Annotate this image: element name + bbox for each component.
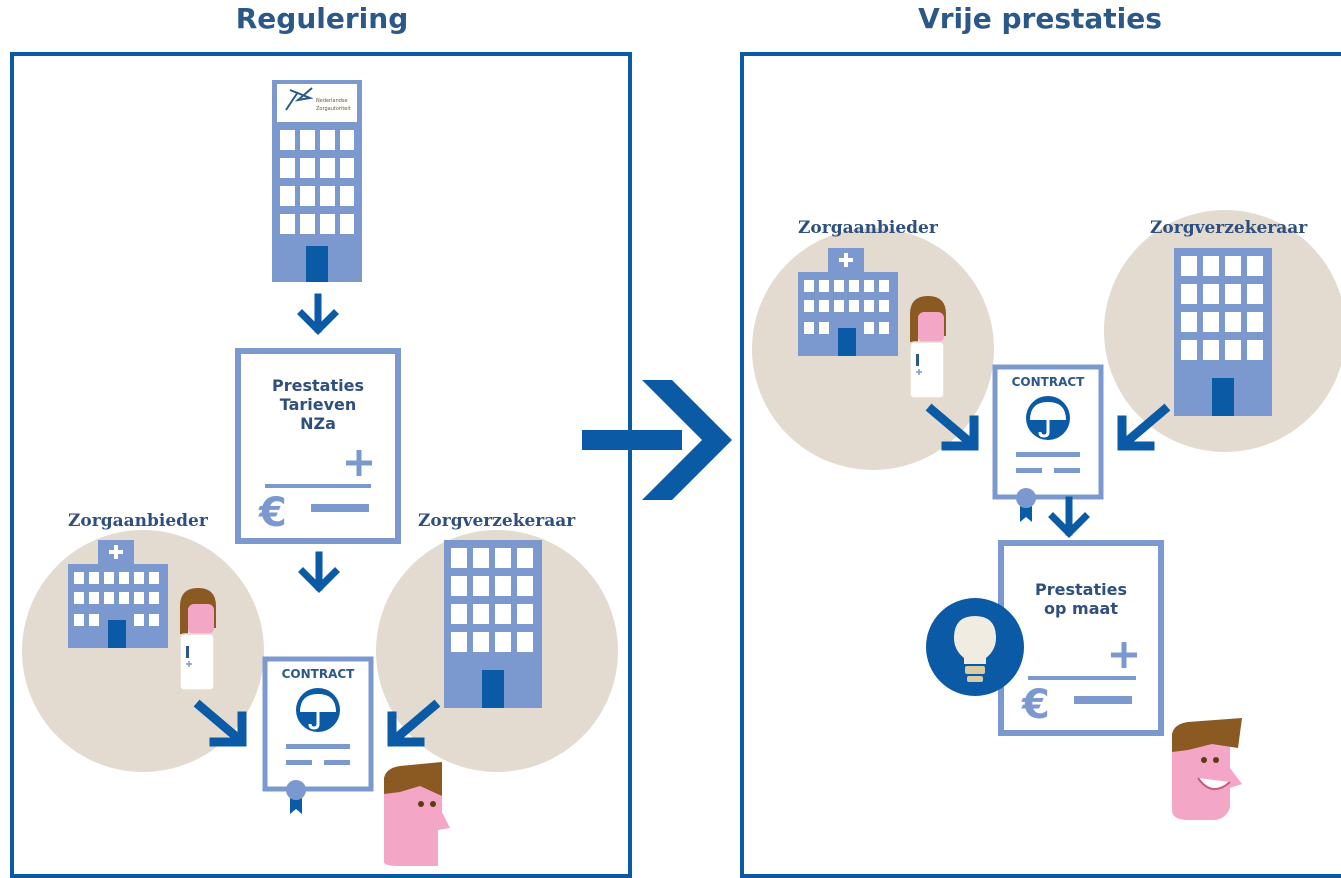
umbrella-icon xyxy=(1026,396,1070,440)
contract-icon: CONTRACT xyxy=(992,364,1104,522)
panel-regulering xyxy=(10,52,632,878)
hospital-icon xyxy=(798,248,898,356)
euro-icon: € xyxy=(1021,682,1050,728)
arrow-diagonal-icon xyxy=(925,403,979,451)
panel-vrije-prestaties xyxy=(740,52,1341,878)
doc-line: Tarieven xyxy=(279,395,357,415)
plus-icon xyxy=(346,450,372,476)
logo-text-line1: Nederlandse xyxy=(316,98,348,104)
building-icon xyxy=(444,540,542,708)
logo-text-line2: Zorgautoriteit xyxy=(316,106,351,112)
heading-regulering: Regulering xyxy=(235,2,409,35)
heading-vrije-prestaties: Vrije prestaties xyxy=(918,2,1162,35)
doc-line: Prestaties xyxy=(1035,580,1127,599)
custom-document-text: Prestaties op maat xyxy=(1004,580,1158,618)
contract-icon: CONTRACT xyxy=(262,656,374,814)
person-icon xyxy=(1172,718,1242,820)
arrow-right-icon xyxy=(582,380,732,500)
insurer-label: Zorgverzekeraar xyxy=(418,511,576,531)
doctor-icon xyxy=(909,296,946,399)
provider-label: Zorgaanbieder xyxy=(68,511,208,531)
contract-label: CONTRACT xyxy=(282,667,356,681)
hospital-icon xyxy=(68,540,168,648)
arrow-down-icon xyxy=(1048,496,1090,538)
doctor-icon xyxy=(179,588,216,691)
euro-icon: € xyxy=(258,490,287,536)
nza-building-icon: Nederlandse Zorgautoriteit xyxy=(272,80,362,282)
arrow-diagonal-icon xyxy=(387,699,441,747)
doc-line: NZa xyxy=(300,414,336,434)
umbrella-icon xyxy=(296,688,340,732)
arrow-diagonal-icon xyxy=(1117,403,1171,451)
arrow-down-icon xyxy=(298,551,340,593)
seal-icon xyxy=(1016,488,1036,522)
document-icon: € xyxy=(235,348,401,544)
contract-label: CONTRACT xyxy=(1012,375,1086,389)
lightbulb-icon xyxy=(926,598,1024,696)
arrow-down-icon xyxy=(297,293,339,335)
seal-icon xyxy=(286,780,306,814)
doc-line: op maat xyxy=(1044,599,1118,619)
arrow-diagonal-icon xyxy=(193,699,247,747)
document-icon: € xyxy=(998,540,1164,736)
person-icon xyxy=(384,762,450,866)
insurer-label: Zorgverzekeraar xyxy=(1150,218,1308,238)
provider-label: Zorgaanbieder xyxy=(798,218,938,238)
building-icon xyxy=(1174,248,1272,416)
plus-icon xyxy=(1111,642,1137,668)
doc-line: Prestaties xyxy=(272,376,364,395)
nza-document-text: Prestaties Tarieven NZa xyxy=(240,376,396,434)
